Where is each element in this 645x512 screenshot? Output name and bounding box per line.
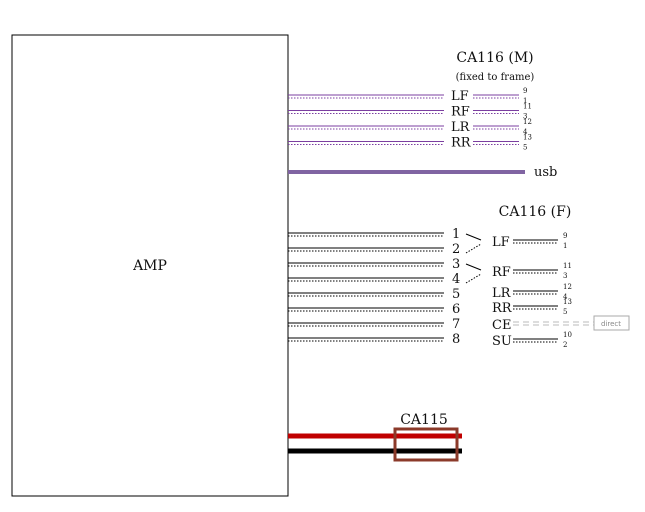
ca116f-input-label-4: 4: [452, 272, 460, 287]
ca116f-pin-top: 10: [563, 331, 572, 339]
ca116f-input-label-3: 3: [452, 257, 460, 272]
ca115-label: CA115: [400, 412, 448, 428]
ca115-connector: [393, 427, 459, 462]
usb-label: usb: [534, 165, 557, 180]
ca116m-pin-top: 12: [523, 118, 532, 126]
direct-note-box: [593, 315, 630, 331]
amp-label: AMP: [132, 258, 167, 274]
ca116m-channel-label-lf: LF: [451, 89, 469, 104]
ca116m-wiring: LF 9 1RF 11 3LR 12 4RR 13 5: [288, 87, 532, 152]
ca116f-channel-label-rr: RR: [492, 301, 513, 316]
ca116f-pin-top: 12: [563, 283, 572, 291]
ca116f-input-label-6: 6: [452, 302, 460, 317]
ca116f-pin-bottom: 4: [563, 293, 568, 301]
ca116m-pin-bottom: 4: [523, 128, 528, 136]
ca116m-pin-bottom: 3: [523, 113, 527, 121]
ca116f-pin-bottom: 1: [563, 242, 567, 250]
direct-note-label: direct: [601, 320, 621, 328]
ca116f-channel-label-rf: RF: [492, 265, 511, 280]
bridge-line-4: [465, 273, 482, 284]
ca116f-input-label-8: 8: [452, 332, 460, 347]
ca116m-subtitle: (fixed to frame): [456, 72, 535, 83]
ca116f-pin-top: 9: [563, 232, 567, 240]
bridge-line-2: [465, 243, 482, 254]
ca116f-input-label-2: 2: [452, 242, 460, 257]
ca116f-pin-bottom: 2: [563, 341, 567, 349]
ca116f-input-label-5: 5: [452, 287, 460, 302]
bridge-line-3: [465, 263, 482, 271]
ca116f-input-label-1: 1: [452, 227, 460, 242]
bridge-line-1: [465, 233, 482, 241]
ca116f-pin-bottom: 5: [563, 308, 567, 316]
ca116m-pin-bottom: 1: [523, 97, 527, 105]
ca116m-title: CA116 (M): [456, 50, 533, 66]
ca116m-pin-top: 9: [523, 87, 527, 95]
ca116f-pin-top: 11: [563, 262, 572, 270]
ca116f-channel-label-su: SU: [492, 334, 512, 349]
amp-block: [11, 34, 289, 497]
ca116m-channel-label-lr: LR: [451, 120, 471, 135]
ca116f-pin-bottom: 3: [563, 272, 567, 280]
ca116m-pin-top: 13: [523, 134, 532, 142]
ca116f-title: CA116 (F): [499, 204, 572, 220]
ca116m-pin-top: 11: [523, 103, 532, 111]
ca116m-channel-label-rr: RR: [451, 136, 472, 151]
ca116f-channel-label-lr: LR: [492, 286, 512, 301]
ca116f-input-label-7: 7: [452, 317, 460, 332]
ca116f-pin-top: 13: [563, 298, 572, 306]
ca116m-pin-bottom: 5: [523, 144, 527, 152]
ca116m-channel-label-rf: RF: [451, 105, 470, 120]
ca116f-channel-label-lf: LF: [492, 235, 510, 250]
ca116f-channel-label-ce: CE: [492, 318, 511, 333]
